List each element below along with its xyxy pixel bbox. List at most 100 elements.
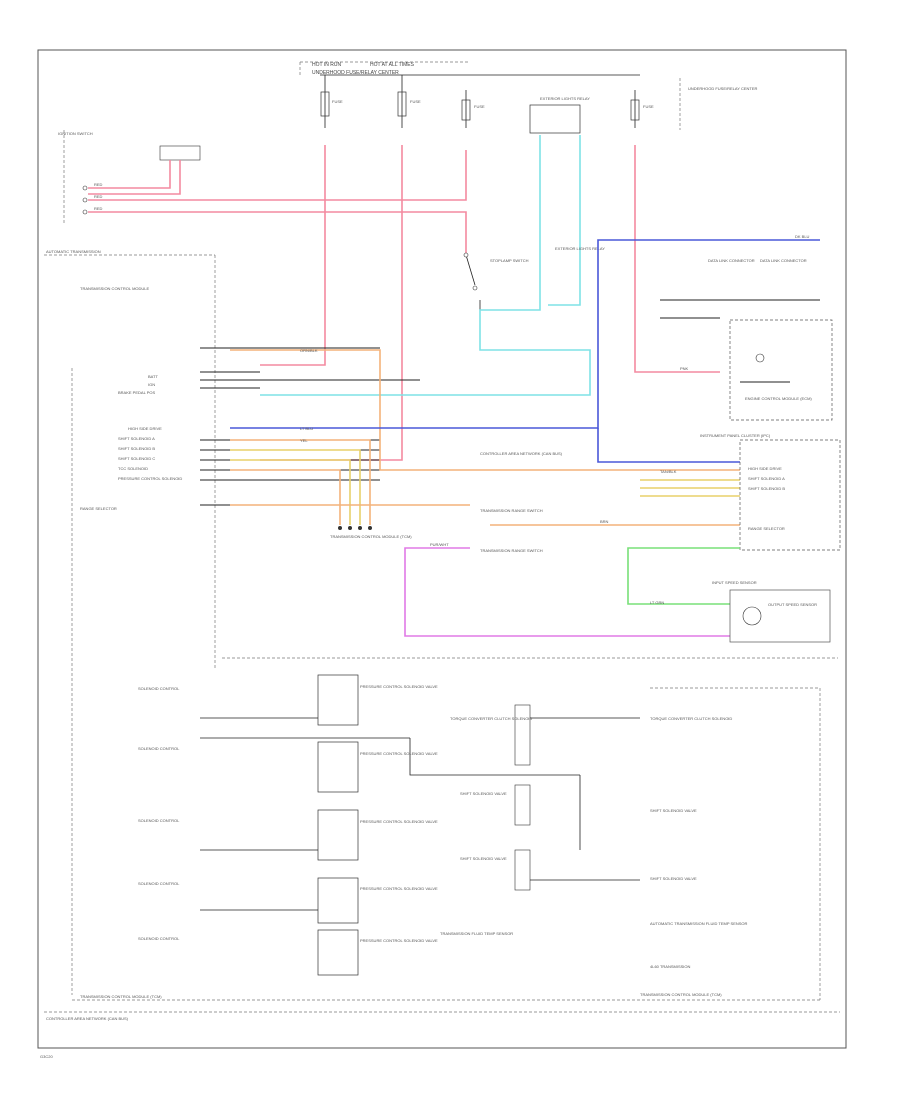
right-modules: DATA LINK CONNECTOR DATA LINK CONNECTOR …	[480, 258, 841, 553]
ignition-switch: IGNITION SWITCH	[58, 130, 201, 225]
ssv-a-label: SHIFT SOLENOID VALVE	[460, 791, 507, 796]
tcc-solenoid-box	[514, 704, 531, 766]
ignition-switch-label: IGNITION SWITCH	[58, 131, 93, 136]
red-tag-2: RED	[94, 194, 103, 199]
cyan-wires: EXTERIOR LIGHTS RELAY	[260, 135, 605, 396]
range-switch-label: TRANSMISSION RANGE SWITCH	[480, 508, 543, 513]
tcc-label: TORQUE CONVERTER CLUTCH SOLENOID	[450, 716, 532, 721]
sol-ctrl-4: SOLENOID CONTROL	[138, 881, 180, 886]
fuse-mid-label: FUSE	[410, 99, 421, 104]
ipc-pin-2: SHIFT SOLENOID A	[748, 476, 785, 481]
dk-blu-tag: DK BLU	[795, 234, 810, 239]
cyan-wire-2	[548, 135, 581, 306]
transmission-4l60-label: 4L60 TRANSMISSION	[650, 964, 690, 969]
lt-blu-tag: LT BLU	[300, 426, 313, 431]
fuse-mid	[397, 91, 407, 117]
hot-in-run-label: HOT IN RUN	[312, 62, 341, 68]
shift-sol-c-label: SHIFT SOLENOID C	[118, 456, 155, 461]
yellow-wire-1	[230, 449, 361, 525]
ft-sensor-label: TRANSMISSION FLUID TEMP SENSOR	[440, 931, 513, 936]
green-wire	[627, 547, 740, 605]
diagram-frame	[37, 49, 847, 1049]
tcm-box-right-label: TRANSMISSION CONTROL MODULE (TCM)	[640, 992, 722, 997]
pcs-label: PRESSURE CONTROL SOLENOID	[118, 476, 182, 481]
magenta-green-wires: PUR/WHT LT GRN OUTPUT SPEED SENSOR INPUT…	[404, 542, 831, 643]
pcv-label-2: PRESSURE CONTROL SOLENOID VALVE	[360, 751, 438, 756]
magenta-wire	[404, 547, 730, 637]
pnk-tag: PNK	[680, 366, 689, 371]
tan-blk-tag: TAN/BLK	[660, 469, 677, 474]
black-wires	[200, 299, 820, 506]
hot-at-all-times-label: HOT AT ALL TIMES	[370, 62, 415, 68]
red-tag-1: RED	[94, 182, 103, 187]
can-bus-label: CONTROLLER AREA NETWORK (CAN BUS)	[480, 451, 563, 456]
red-wire-4	[88, 211, 467, 255]
blue-wire-2	[597, 428, 740, 463]
fuse-far-right	[630, 99, 640, 121]
pcv-label-3: PRESSURE CONTROL SOLENOID VALVE	[360, 819, 438, 824]
orn-blk-tag: ORN/BLK	[300, 348, 318, 353]
ipc-pin-3: SHIFT SOLENOID B	[748, 486, 785, 491]
range-selector-label: RANGE SELECTOR	[80, 506, 117, 511]
fuse-center-note: UNDERHOOD FUSE/RELAY CENTER	[688, 86, 758, 91]
data-link-connector-label: DATA LINK CONNECTOR	[708, 258, 755, 263]
red-wire-1	[88, 160, 171, 189]
brake-pedal-pos-label: BRAKE PEDAL POS	[118, 390, 156, 395]
ecm-label: ENGINE CONTROL MODULE (ECM)	[745, 396, 812, 401]
ignition-connector	[159, 145, 201, 161]
red-wire-5	[260, 145, 326, 366]
orange-wire-1	[230, 349, 740, 471]
fuse-left	[320, 91, 330, 117]
red-tag-3: RED	[94, 206, 103, 211]
fuse-block-header: HOT IN RUN HOT AT ALL TIMES UNDERHOOD FU…	[299, 61, 640, 76]
orange-wire-3	[230, 469, 341, 525]
ssv-b-label: SHIFT SOLENOID VALVE	[460, 856, 507, 861]
ssv-right-label-2: SHIFT SOLENOID VALVE	[650, 876, 697, 881]
tcm-title: TRANSMISSION CONTROL MODULE	[80, 286, 150, 291]
atf-temp-label: AUTOMATIC TRANSMISSION FLUID TEMP SENSOR	[650, 921, 748, 926]
pcv-label-1: PRESSURE CONTROL SOLENOID VALVE	[360, 684, 438, 689]
orange-wire-2	[230, 439, 371, 525]
fuse-center-label: UNDERHOOD FUSE/RELAY CENTER	[312, 70, 399, 76]
red-power-wires: RED RED RED PNK	[88, 145, 720, 461]
sol-ctrl-1: SOLENOID CONTROL	[138, 686, 180, 691]
high-side-drive-label: HIGH SIDE DRIVE	[128, 426, 162, 431]
tcc-sol-label: TCC SOLENOID	[118, 466, 148, 471]
can-bottom-label: CONTROLLER AREA NETWORK (CAN BUS)	[46, 1016, 129, 1021]
pressure-control-valve-2	[317, 741, 359, 793]
shift-valve-b	[514, 849, 531, 891]
red-wire-2	[88, 160, 181, 195]
tcm-inputs: BATT IGN BRAKE PEDAL POS HIGH SIDE DRIVE…	[80, 374, 182, 511]
engine-control-module	[729, 319, 833, 421]
instrument-cluster	[739, 439, 841, 551]
exterior-lights-relay-label: EXTERIOR LIGHTS RELAY	[540, 96, 590, 101]
yel-tag: YEL	[300, 438, 308, 443]
orange-yellow-wires: ORN/BLK YEL TAN/BLK BRN TRANSMISSION CON…	[230, 348, 740, 539]
oss-label: OUTPUT SPEED SENSOR	[768, 602, 817, 607]
fuse-right	[461, 99, 471, 121]
automatic-transmission-box: AUTOMATIC TRANSMISSION TRANSMISSION CONT…	[44, 249, 216, 995]
ssv-right-label-1: SHIFT SOLENOID VALVE	[650, 808, 697, 813]
red-wire-3	[88, 150, 467, 201]
shift-sol-b-label: SHIFT SOLENOID B	[118, 446, 155, 451]
tcm-connector-label: TRANSMISSION CONTROL MODULE (TCM)	[330, 534, 412, 539]
cyan-junction-label: EXTERIOR LIGHTS RELAY	[555, 246, 605, 251]
ipc-pin-4: RANGE SELECTOR	[748, 526, 785, 531]
blue-wire-1	[230, 239, 820, 429]
range-switch-label-2: TRANSMISSION RANGE SWITCH	[480, 548, 543, 553]
stoplamp-switch-label: STOPLAMP SWITCH	[490, 258, 529, 263]
data-link-connector-label-2: DATA LINK CONNECTOR	[760, 258, 807, 263]
cyan-wire-1	[260, 135, 591, 396]
tcc-right-label: TORQUE CONVERTER CLUTCH SOLENOID	[650, 716, 732, 721]
shift-valve-a	[514, 784, 531, 826]
sol-ctrl-3: SOLENOID CONTROL	[138, 818, 180, 823]
pressure-control-valve-3	[317, 809, 359, 861]
pressure-control-valve-5	[317, 929, 359, 976]
ipc-pin-1: HIGH SIDE DRIVE	[748, 466, 782, 471]
shift-sol-a-label: SHIFT SOLENOID A	[118, 436, 155, 441]
red-wire-7	[634, 145, 720, 373]
output-speed-sensor	[729, 589, 831, 643]
fuse-row: FUSE FUSE FUSE FUSE EXTERIOR LIGHTS RELA…	[320, 75, 758, 134]
iss-label: INPUT SPEED SENSOR	[712, 580, 757, 585]
